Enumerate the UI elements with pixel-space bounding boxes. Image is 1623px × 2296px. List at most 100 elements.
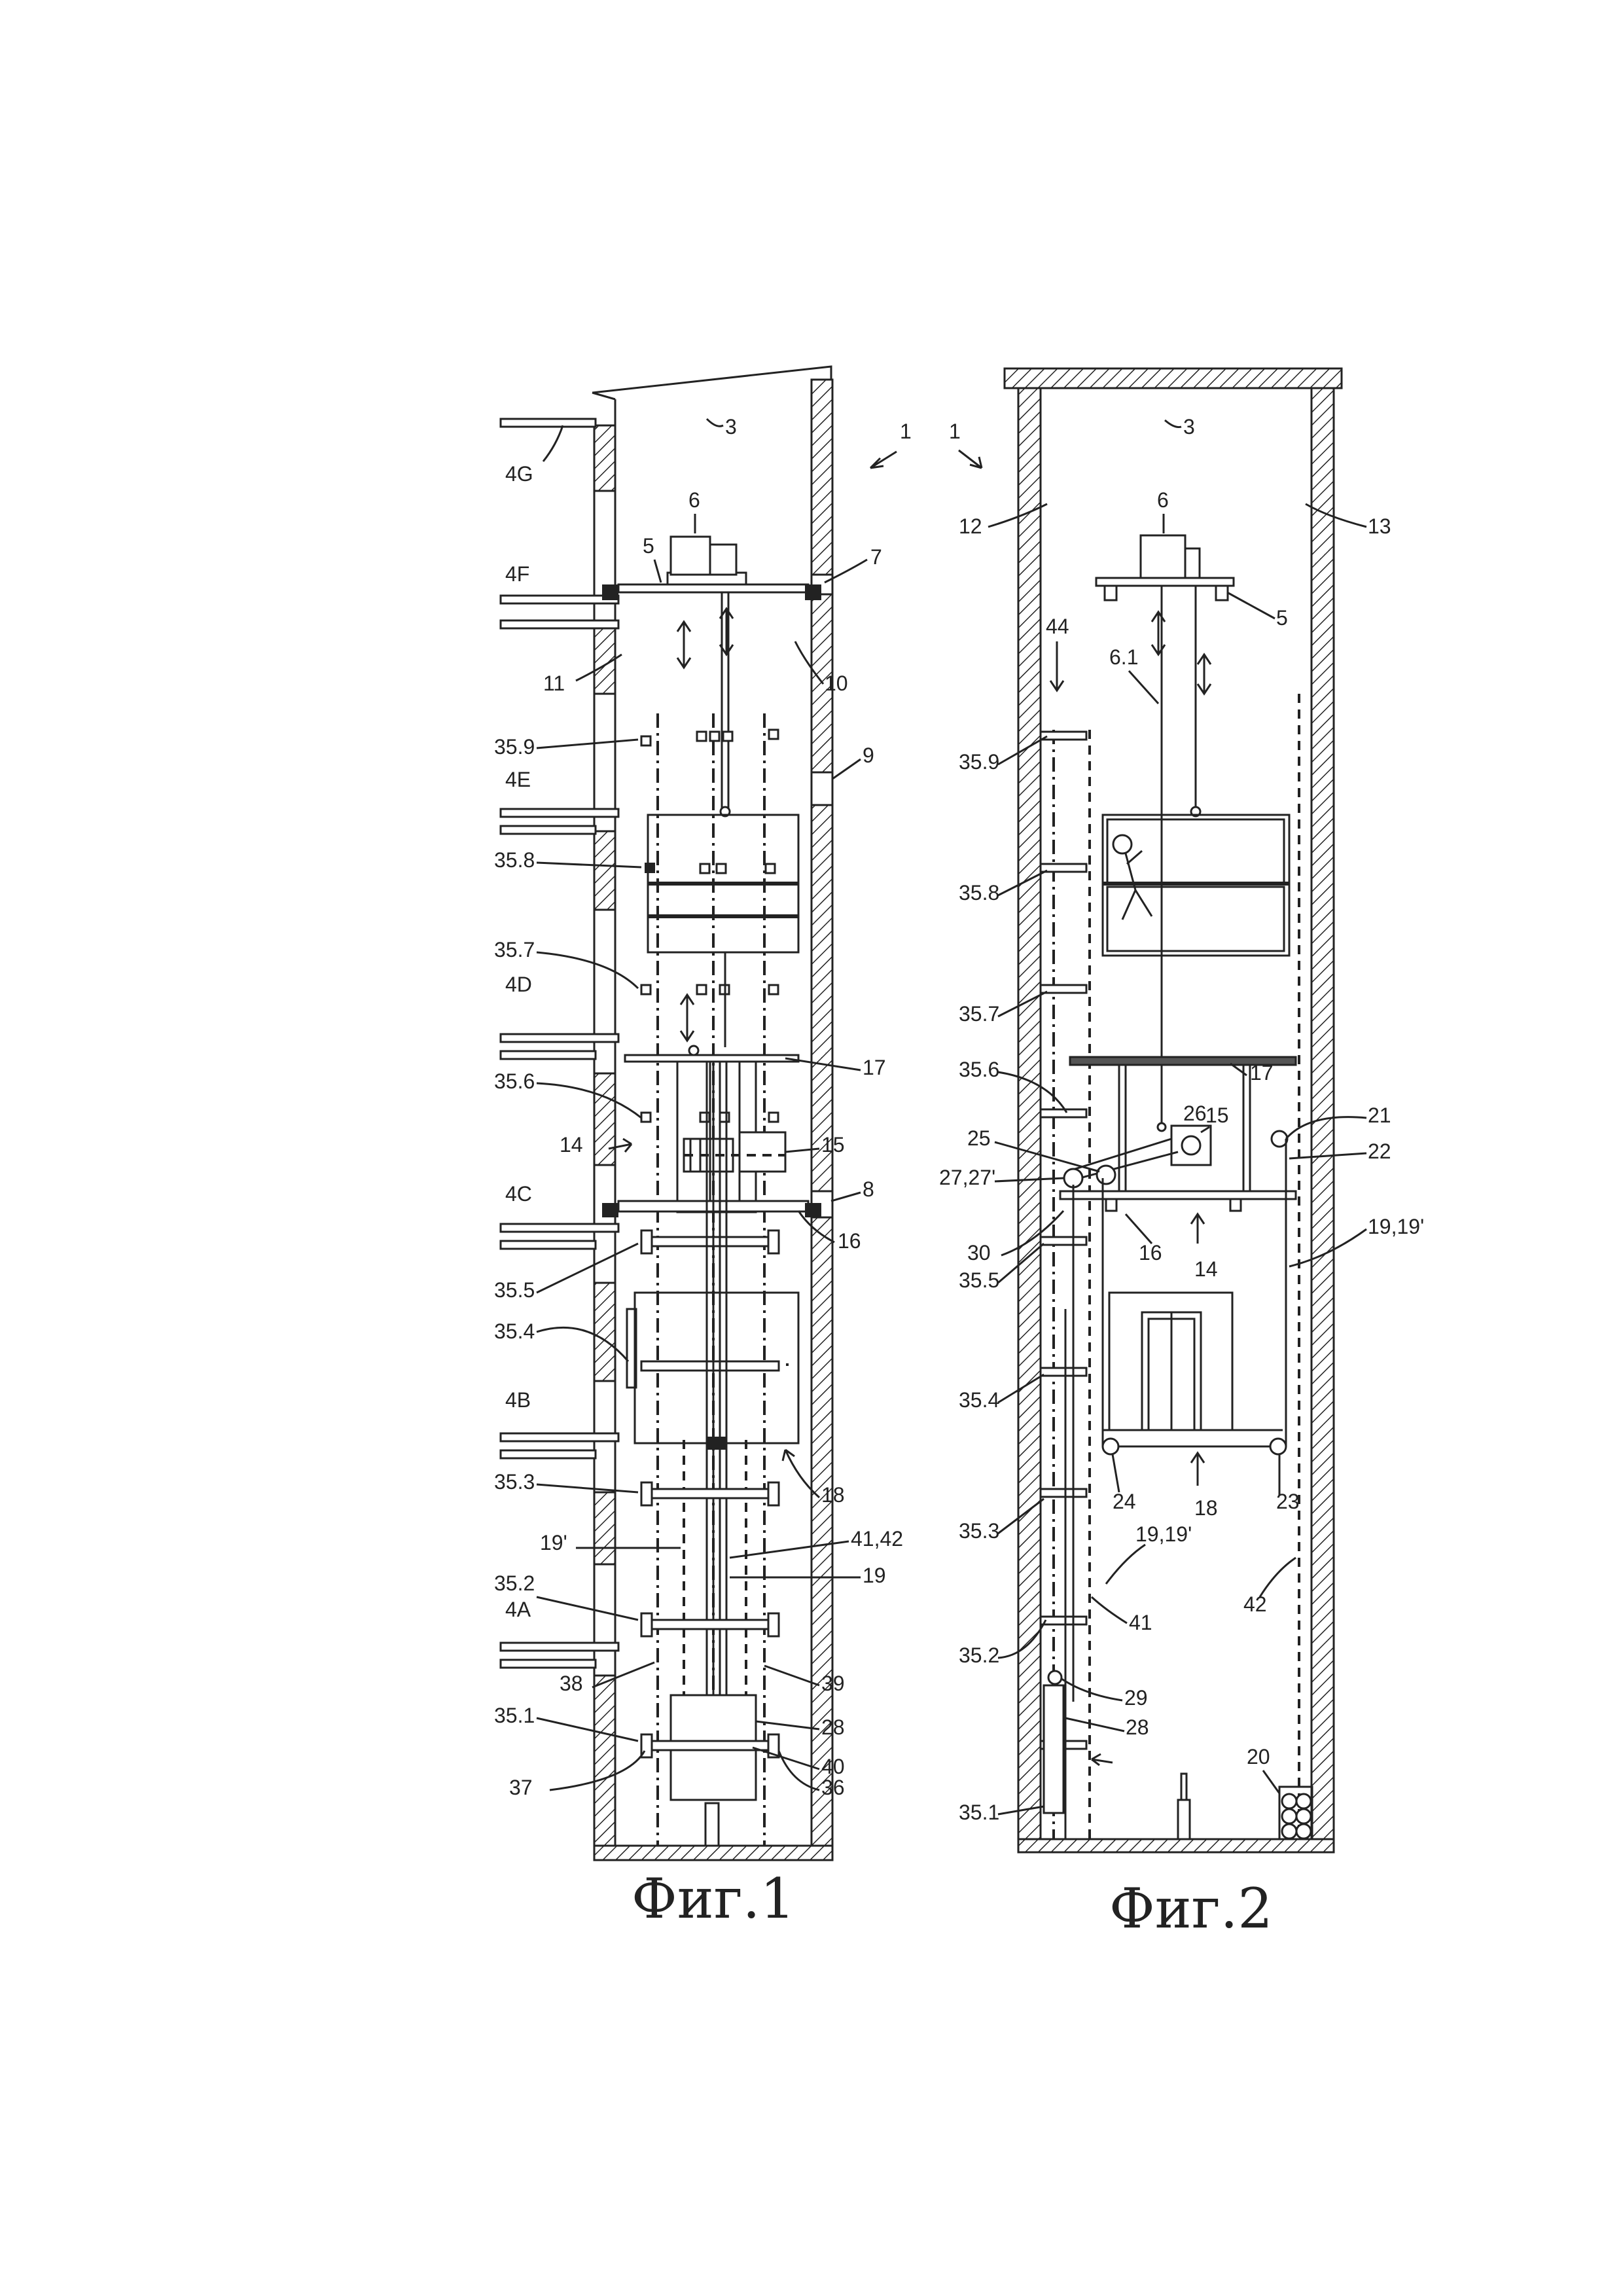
label: 24	[1113, 1490, 1136, 1513]
buffer	[704, 1802, 720, 1847]
drive-unit	[669, 535, 711, 576]
figure-2-labels: 1 3 5 6 6.1 12 13 14 15 16 17 18 19,19' …	[939, 415, 1424, 1941]
label: 27,27'	[939, 1166, 995, 1189]
figure-2-caption: Фиг.2	[1109, 1876, 1273, 1941]
label: 9	[863, 744, 874, 767]
label: 6	[1157, 488, 1169, 512]
label: 7	[870, 545, 882, 569]
label: 10	[825, 672, 848, 695]
figure-1-caption: Фиг.1	[632, 1867, 795, 1931]
label: 35.7	[959, 1002, 999, 1026]
shaft-wall-left-2	[1017, 387, 1042, 1849]
label: 8	[863, 1177, 874, 1201]
label: 19,19'	[1368, 1215, 1424, 1238]
label: 21	[1368, 1103, 1391, 1127]
label: 35.1	[959, 1801, 999, 1824]
label: 22	[1368, 1139, 1391, 1163]
label: 6.1	[1109, 645, 1138, 669]
label: 35.2	[494, 1571, 535, 1595]
label: 4F	[505, 562, 529, 586]
label: 35.3	[959, 1519, 999, 1543]
figure-1-labels: 1 3 4G 4F 4E 4D 4C 4B 4A 5 6 7 8 9 10 11…	[494, 415, 912, 1931]
label: 1	[949, 420, 961, 443]
label: 5	[1276, 606, 1288, 630]
label: 19	[863, 1564, 886, 1587]
label: 35.8	[494, 848, 535, 872]
label: 35.2	[959, 1643, 999, 1667]
figure-2-elevator-shaft	[1003, 367, 1343, 1854]
label: 19,19'	[1135, 1522, 1192, 1546]
label: 16	[838, 1229, 861, 1253]
rail-brackets-2	[1039, 730, 1088, 1750]
label: 16	[1139, 1241, 1162, 1265]
label: 35.4	[494, 1319, 535, 1343]
label: 20	[1247, 1745, 1270, 1768]
label: 35.9	[959, 750, 999, 774]
label: 28	[821, 1715, 845, 1739]
label: 38	[560, 1672, 583, 1695]
rope-reels	[1278, 1785, 1313, 1840]
worker-figure	[1112, 834, 1153, 920]
label: 35.6	[959, 1058, 999, 1081]
label: 4A	[505, 1598, 531, 1621]
label: 14	[560, 1133, 583, 1157]
floor-slabs	[499, 418, 620, 1669]
label: 17	[1250, 1061, 1274, 1085]
label: 4C	[505, 1182, 532, 1206]
figure-1-elevator-shaft	[499, 365, 834, 1861]
shaft-pit-floor	[593, 1844, 834, 1861]
label: 15	[821, 1133, 845, 1157]
label: 37	[509, 1776, 533, 1799]
pulley-25	[1096, 1164, 1116, 1185]
label: 35.6	[494, 1069, 535, 1093]
label: 5	[643, 534, 654, 558]
label: 36	[821, 1776, 845, 1799]
shaft-pit-floor-2	[1017, 1838, 1335, 1854]
label: 3	[1183, 415, 1195, 439]
label: 41,42	[851, 1527, 903, 1551]
label: 41	[1129, 1611, 1152, 1634]
label: 4B	[505, 1388, 531, 1412]
label: 35.3	[494, 1470, 535, 1494]
installation-platform-16-2	[1059, 1190, 1297, 1200]
pulley-27	[1063, 1168, 1084, 1189]
label: 6	[688, 488, 700, 512]
label: 11	[543, 672, 565, 695]
label: 35.8	[959, 881, 999, 905]
top-platform	[617, 583, 810, 594]
pulley-24	[1101, 1437, 1120, 1456]
label: 3	[725, 415, 737, 439]
label: 15	[1205, 1103, 1229, 1127]
label: 13	[1368, 514, 1391, 538]
label: 14	[1194, 1257, 1218, 1281]
label: 26	[1183, 1102, 1207, 1125]
label: 35.7	[494, 938, 535, 961]
label: 40	[821, 1755, 845, 1778]
label: 28	[1126, 1715, 1149, 1739]
label: 35.5	[959, 1268, 999, 1292]
label: 35.4	[959, 1388, 999, 1412]
label: 39	[821, 1672, 845, 1695]
label: 42	[1243, 1592, 1267, 1616]
label: 44	[1046, 615, 1069, 638]
travel-arrows	[676, 607, 734, 1043]
label: 35.1	[494, 1704, 535, 1727]
drive-15	[738, 1131, 787, 1173]
label: 4E	[505, 768, 531, 791]
label: 29	[1124, 1686, 1148, 1710]
pulley-23	[1269, 1437, 1287, 1456]
label: 17	[863, 1056, 886, 1079]
rail-brackets	[640, 728, 779, 1123]
label: 18	[1194, 1496, 1218, 1520]
label: 18	[821, 1483, 845, 1507]
label: 35.5	[494, 1278, 535, 1302]
drive-unit-2	[1139, 534, 1186, 579]
label: 1	[900, 420, 912, 443]
counterweight-2	[1043, 1684, 1065, 1814]
label: 4G	[505, 462, 533, 486]
label: 12	[959, 514, 982, 538]
protective-platform-2	[1069, 1056, 1297, 1066]
shaft-roof	[592, 365, 832, 394]
label: 25	[967, 1126, 991, 1150]
